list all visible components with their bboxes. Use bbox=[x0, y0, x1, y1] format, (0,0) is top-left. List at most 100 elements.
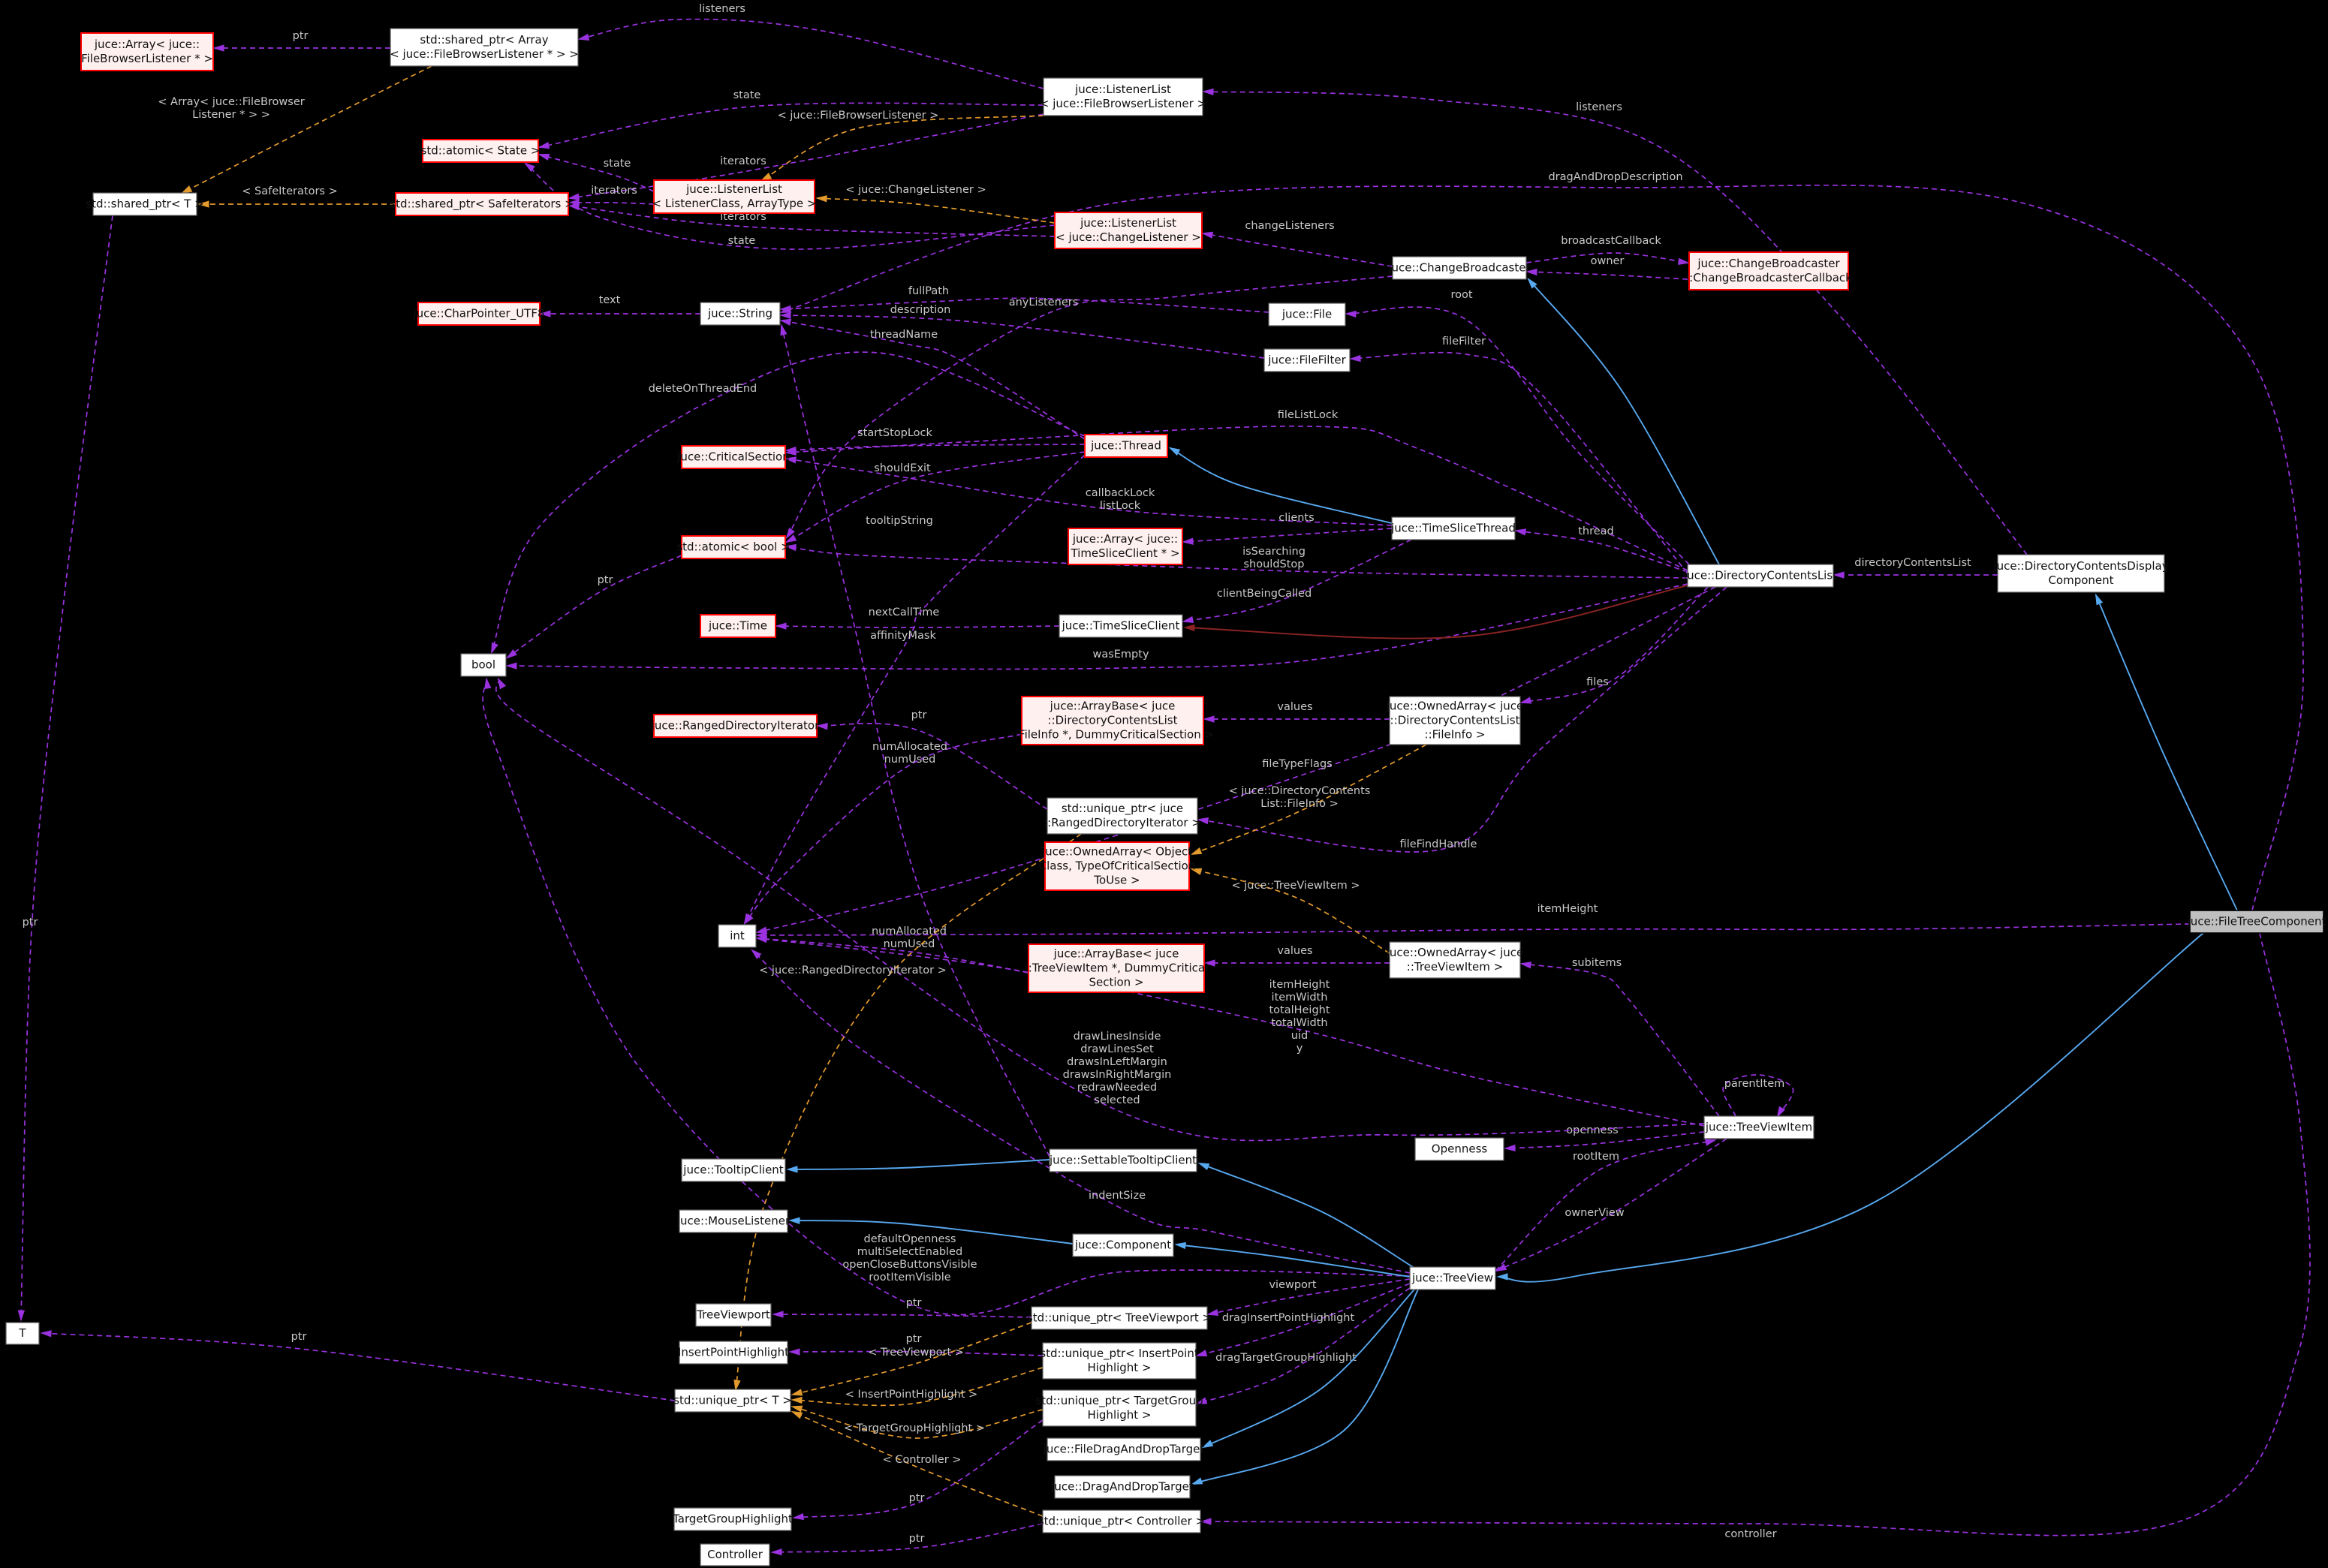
node-box-tvi[interactable] bbox=[1703, 1115, 1815, 1139]
node-up_ctrl[interactable]: std::unique_ptr< Controller > bbox=[1038, 1509, 1205, 1533]
node-box-tvp[interactable] bbox=[695, 1303, 772, 1327]
node-box-ll_fbl[interactable] bbox=[1043, 77, 1203, 116]
node-int[interactable]: int bbox=[718, 924, 757, 948]
node-box-tst[interactable] bbox=[1391, 516, 1516, 540]
node-ftc[interactable]: juce::FileTreeComponent bbox=[2187, 910, 2326, 934]
node-box-up_tgh[interactable] bbox=[1042, 1389, 1197, 1427]
node-box-tsc[interactable] bbox=[1059, 614, 1183, 638]
node-box-arr_tsc[interactable] bbox=[1068, 528, 1183, 565]
node-box-tv[interactable] bbox=[1409, 1266, 1496, 1290]
node-box-sp_safe[interactable] bbox=[395, 192, 569, 216]
node-stc[interactable]: juce::SettableTooltipClient bbox=[1049, 1148, 1197, 1172]
node-box-cs[interactable] bbox=[681, 445, 786, 469]
node-str[interactable]: juce::String bbox=[700, 302, 781, 326]
node-box-up_iph[interactable] bbox=[1042, 1342, 1197, 1380]
node-box-cb[interactable] bbox=[1392, 256, 1527, 280]
node-box-openness[interactable] bbox=[1414, 1137, 1504, 1161]
node-box-ab_tvi[interactable] bbox=[1028, 944, 1205, 993]
node-oa_fi[interactable]: juce::OwnedArray< juce::DirectoryContent… bbox=[1386, 696, 1523, 745]
node-box-rdi[interactable] bbox=[653, 714, 818, 738]
node-dcl[interactable]: juce::DirectoryContentsList bbox=[1683, 564, 1837, 588]
node-up_t[interactable]: std::unique_ptr< T > bbox=[673, 1389, 792, 1413]
node-box-up_ctrl[interactable] bbox=[1042, 1509, 1201, 1533]
node-box-str[interactable] bbox=[700, 302, 781, 326]
node-box-at_state[interactable] bbox=[422, 139, 539, 163]
node-box-int[interactable] bbox=[718, 924, 757, 948]
node-sp_t[interactable]: std::shared_ptr< T > bbox=[86, 192, 204, 216]
node-bool[interactable]: bool bbox=[460, 653, 507, 677]
node-tvp[interactable]: TreeViewport bbox=[695, 1303, 772, 1327]
node-arr_tsc[interactable]: juce::Array< juce::TimeSliceClient * > bbox=[1068, 528, 1183, 565]
node-ll_fbl[interactable]: juce::ListenerList< juce::FileBrowserLis… bbox=[1040, 77, 1206, 116]
node-time[interactable]: juce::Time bbox=[700, 614, 776, 638]
node-box-stc[interactable] bbox=[1049, 1148, 1197, 1172]
node-openness[interactable]: Openness bbox=[1414, 1137, 1504, 1161]
node-box-dcdc[interactable] bbox=[1997, 554, 2165, 593]
node-tst[interactable]: juce::TimeSliceThread bbox=[1390, 516, 1516, 540]
node-up_tvp[interactable]: std::unique_ptr< TreeViewport > bbox=[1027, 1306, 1212, 1330]
node-sp_arr[interactable]: std::shared_ptr< Array< juce::FileBrowse… bbox=[390, 28, 579, 67]
node-fdadt[interactable]: juce::FileDragAndDropTarget bbox=[1043, 1437, 1205, 1461]
node-box-up_rdi[interactable] bbox=[1047, 797, 1198, 835]
node-tvi[interactable]: juce::TreeViewItem bbox=[1703, 1115, 1815, 1139]
node-box-tgh[interactable] bbox=[673, 1507, 792, 1531]
node-ff[interactable]: juce::FileFilter bbox=[1263, 348, 1351, 372]
node-tsc[interactable]: juce::TimeSliceClient bbox=[1059, 614, 1183, 638]
node-comp[interactable]: juce::Component bbox=[1072, 1233, 1174, 1257]
node-ml[interactable]: juce::MouseListener bbox=[676, 1209, 791, 1233]
node-up_rdi[interactable]: std::unique_ptr< juce::RangedDirectoryIt… bbox=[1044, 797, 1201, 835]
node-ll_tmpl[interactable]: juce::ListenerList< ListenerClass, Array… bbox=[652, 179, 817, 214]
node-rdi[interactable]: juce::RangedDirectoryIterator bbox=[651, 714, 820, 738]
node-box-time[interactable] bbox=[700, 614, 776, 638]
node-cs[interactable]: juce::CriticalSection bbox=[676, 445, 790, 469]
node-box-thread[interactable] bbox=[1084, 434, 1168, 458]
node-box-tc[interactable] bbox=[681, 1158, 786, 1182]
node-box-comp[interactable] bbox=[1072, 1233, 1174, 1257]
node-box-up_t[interactable] bbox=[674, 1389, 791, 1413]
node-box-fdadt[interactable] bbox=[1047, 1437, 1201, 1461]
node-box-dadt[interactable] bbox=[1054, 1475, 1191, 1499]
node-box-oa_fi[interactable] bbox=[1389, 696, 1521, 745]
node-box-file[interactable] bbox=[1268, 302, 1346, 327]
node-box-sp_t[interactable] bbox=[92, 192, 197, 216]
node-box-cbc[interactable] bbox=[1688, 251, 1849, 290]
node-box-oa_tmpl[interactable] bbox=[1044, 841, 1190, 891]
node-ctrl[interactable]: Controller bbox=[700, 1543, 770, 1566]
node-box-ml[interactable] bbox=[679, 1209, 788, 1233]
node-box-ll_cl[interactable] bbox=[1054, 212, 1203, 249]
node-arr_fbl[interactable]: juce::Array< juce::FileBrowserListener *… bbox=[80, 32, 214, 71]
node-box-iph[interactable] bbox=[679, 1341, 788, 1365]
node-box-at_bool[interactable] bbox=[681, 535, 786, 559]
node-file[interactable]: juce::File bbox=[1268, 302, 1346, 327]
node-ll_cl[interactable]: juce::ListenerList< juce::ChangeListener… bbox=[1054, 212, 1203, 249]
node-sp_safe[interactable]: std::shared_ptr< SafeIterators > bbox=[390, 192, 574, 216]
node-box-oa_tvi[interactable] bbox=[1389, 941, 1521, 979]
node-box-ll_tmpl[interactable] bbox=[653, 179, 815, 214]
node-iph[interactable]: InsertPointHighlight bbox=[678, 1341, 789, 1365]
node-box-ab_fi[interactable] bbox=[1021, 696, 1204, 745]
node-at_state[interactable]: std::atomic< State > bbox=[421, 139, 541, 163]
node-tv[interactable]: juce::TreeView bbox=[1409, 1266, 1496, 1290]
node-box-ftc[interactable] bbox=[2189, 910, 2324, 934]
node-ab_tvi[interactable]: juce::ArrayBase< juce::TreeViewItem *, D… bbox=[1025, 944, 1209, 993]
node-box-cpu8[interactable] bbox=[417, 302, 541, 326]
node-box-up_tvp[interactable] bbox=[1031, 1306, 1208, 1330]
node-box-ctrl[interactable] bbox=[700, 1543, 770, 1566]
node-tc[interactable]: juce::TooltipClient bbox=[681, 1158, 786, 1182]
node-cb[interactable]: juce::ChangeBroadcaster bbox=[1387, 256, 1531, 280]
node-box-dcl[interactable] bbox=[1687, 564, 1834, 588]
node-oa_tvi[interactable]: juce::OwnedArray< juce::TreeViewItem > bbox=[1386, 941, 1523, 979]
node-cpu8[interactable]: juce::CharPointer_UTF8 bbox=[412, 302, 545, 326]
node-tgh[interactable]: TargetGroupHighlight bbox=[672, 1507, 793, 1531]
node-box-bool[interactable] bbox=[460, 653, 507, 677]
node-cbc[interactable]: juce::ChangeBroadcaster::ChangeBroadcast… bbox=[1685, 251, 1852, 290]
node-box-T[interactable] bbox=[5, 1322, 40, 1345]
node-T[interactable]: T bbox=[5, 1322, 40, 1345]
node-thread[interactable]: juce::Thread bbox=[1084, 434, 1168, 458]
node-box-ff[interactable] bbox=[1263, 348, 1351, 372]
node-box-sp_arr[interactable] bbox=[390, 28, 579, 67]
